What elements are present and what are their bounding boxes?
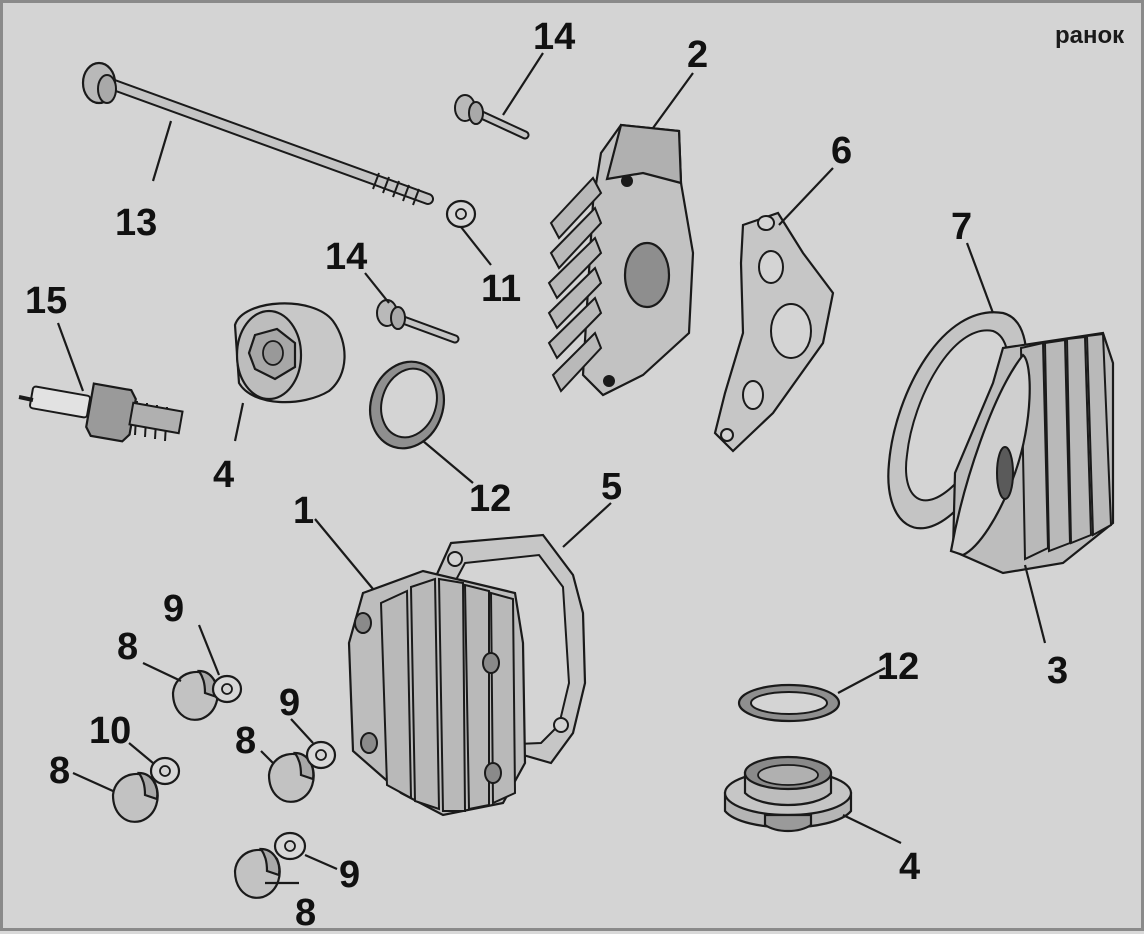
callout-11: 11: [481, 268, 521, 310]
callout-7: 7: [951, 206, 972, 248]
leader-8a: [142, 662, 182, 682]
callout-12-lower: 12: [877, 646, 919, 688]
part-8-nut-d: [233, 847, 281, 899]
part-9-washer-a: [211, 674, 243, 704]
leader-7: [965, 242, 995, 314]
leader-8b: [72, 771, 114, 793]
callout-1: 1: [293, 490, 314, 532]
part-2-head-block: [547, 123, 695, 397]
part-7-seal-ring: [887, 311, 1028, 530]
brand-logo: ранок: [1055, 22, 1125, 49]
callout-2: 2: [687, 34, 708, 76]
callout-6: 6: [831, 130, 852, 172]
callout-9-b: 9: [279, 682, 300, 724]
part-12-oring-lower: [737, 683, 841, 723]
callout-3: 3: [1047, 650, 1068, 692]
part-4-cap-lower: [723, 755, 853, 833]
leader-9c: [304, 853, 338, 871]
leader-14b: [364, 272, 390, 304]
part-4-cap-upper: [233, 302, 346, 404]
part-11-washer: [445, 199, 477, 229]
part-3-finned-cover: [949, 331, 1115, 575]
part-14-screw-lower: [376, 299, 460, 344]
part-10-washer: [149, 756, 181, 786]
leader-8c: [260, 750, 274, 764]
leader-12b: [837, 667, 886, 694]
leader-1: [314, 518, 374, 590]
part-8-nut-b: [111, 771, 159, 823]
callout-8-b: 8: [49, 750, 70, 792]
callout-8-a: 8: [117, 626, 138, 668]
part-9-washer-c: [273, 831, 307, 861]
leader-lines: [56, 52, 1047, 885]
part-8-nut-a: [171, 669, 219, 721]
leader-6: [778, 167, 834, 226]
callout-9-c: 9: [339, 854, 360, 896]
callout-4-upper: 4: [213, 454, 234, 496]
leader-4a: [233, 402, 245, 442]
part-8-nut-c: [267, 751, 315, 803]
leader-13: [151, 120, 173, 182]
leader-3: [1023, 564, 1047, 644]
callout-10: 10: [89, 710, 131, 752]
callout-labels: 13 14 2 6 7 11 14 15 4 12 1 5 9 8 9 10 8…: [25, 16, 1068, 934]
leader-10: [128, 742, 154, 764]
callout-4-lower: 4: [899, 846, 920, 888]
part-15-spark-plug: [18, 382, 184, 443]
part-13-stud: [81, 61, 434, 206]
callout-13: 13: [115, 202, 157, 244]
leader-4b: [842, 814, 902, 844]
brand-logo-text: ранок: [1055, 22, 1125, 49]
part-6-gasket: [713, 211, 835, 453]
diagram-canvas: ранок: [18, 16, 1125, 934]
leader-9a: [197, 624, 221, 676]
callout-9-a: 9: [163, 588, 184, 630]
leader-15: [56, 322, 85, 392]
leader-12a: [422, 440, 474, 484]
part-9-washer-b: [305, 740, 337, 770]
part-14-screw-upper: [454, 94, 530, 140]
leader-14a: [502, 52, 544, 116]
callout-14-upper: 14: [533, 16, 575, 58]
leader-9b: [290, 718, 314, 744]
callout-8-d: 8: [295, 892, 316, 934]
part-1-cylinder-head: [347, 569, 527, 817]
callout-8-c: 8: [235, 720, 256, 762]
leader-5: [562, 502, 612, 548]
callout-12-upper: 12: [469, 478, 511, 520]
part-12-oring-upper: [369, 360, 445, 450]
callout-14-lower: 14: [325, 236, 367, 278]
leader-11: [460, 226, 492, 266]
leader-2: [652, 72, 694, 129]
callout-15: 15: [25, 280, 67, 322]
callout-5: 5: [601, 466, 622, 508]
